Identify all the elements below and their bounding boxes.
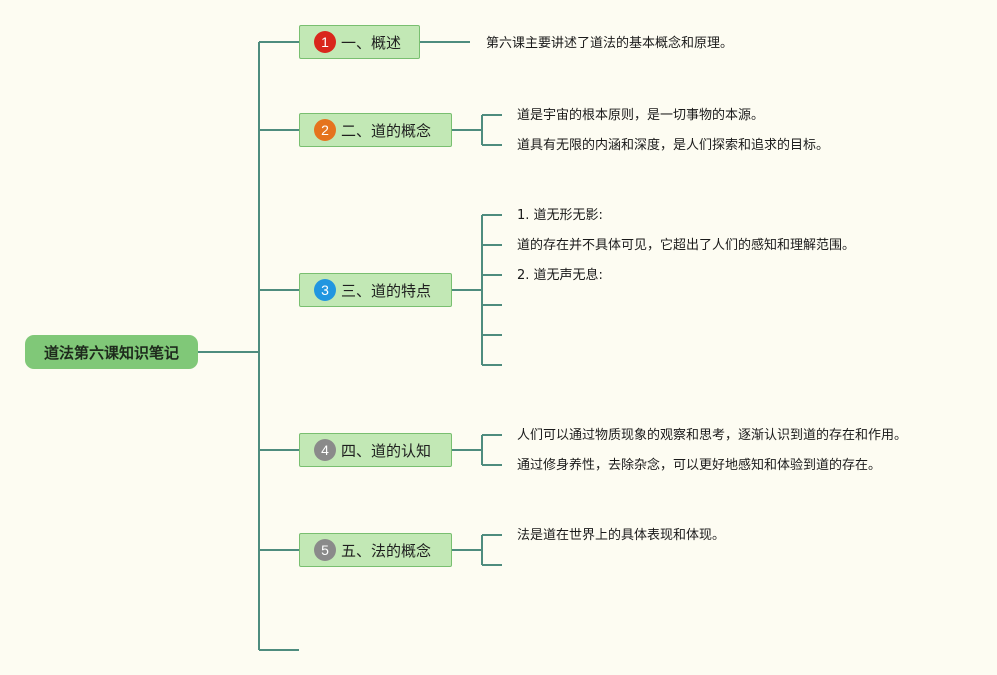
topic-dao-concept[interactable]: 2 二、道的概念 [299, 113, 452, 147]
topic-label: 三、道的特点 [341, 281, 432, 300]
leaf-text[interactable]: 道具有无限的内涵和深度，是人们探索和追求的目标。 [517, 138, 830, 153]
root-node[interactable]: 道法第六课知识笔记 [25, 335, 198, 369]
leaf-text[interactable]: 1. 道无形无影: [517, 208, 603, 223]
number-4-badge-icon: 4 [314, 439, 336, 461]
leaf-text[interactable]: 2. 道无声无息: [517, 268, 603, 283]
number-2-badge-icon: 2 [314, 119, 336, 141]
topic-fa-concept[interactable]: 5 五、法的概念 [299, 533, 452, 567]
leaf-text[interactable]: 道的存在并不具体可见，它超出了人们的感知和理解范围。 [517, 238, 856, 253]
leaf-text[interactable]: 第六课主要讲述了道法的基本概念和原理。 [486, 36, 734, 51]
topic-label: 一、概述 [341, 33, 402, 52]
leaf-text[interactable]: 法是道在世界上的具体表现和体现。 [517, 528, 726, 543]
leaf-text[interactable]: 人们可以通过物质现象的观察和思考，逐渐认识到道的存在和作用。 [517, 428, 908, 443]
number-5-badge-icon: 5 [314, 539, 336, 561]
topic-label: 二、道的概念 [341, 121, 432, 140]
topic-label: 五、法的概念 [341, 541, 432, 560]
topic-overview[interactable]: 1 一、概述 [299, 25, 420, 59]
topic-label: 四、道的认知 [341, 441, 432, 460]
topic-dao-features[interactable]: 3 三、道的特点 [299, 273, 452, 307]
number-3-badge-icon: 3 [314, 279, 336, 301]
leaf-text[interactable]: 通过修身养性，去除杂念，可以更好地感知和体验到道的存在。 [517, 458, 882, 473]
number-1-badge-icon: 1 [314, 31, 336, 53]
topic-dao-cognition[interactable]: 4 四、道的认知 [299, 433, 452, 467]
leaf-text[interactable]: 道是宇宙的根本原则，是一切事物的本源。 [517, 108, 765, 123]
